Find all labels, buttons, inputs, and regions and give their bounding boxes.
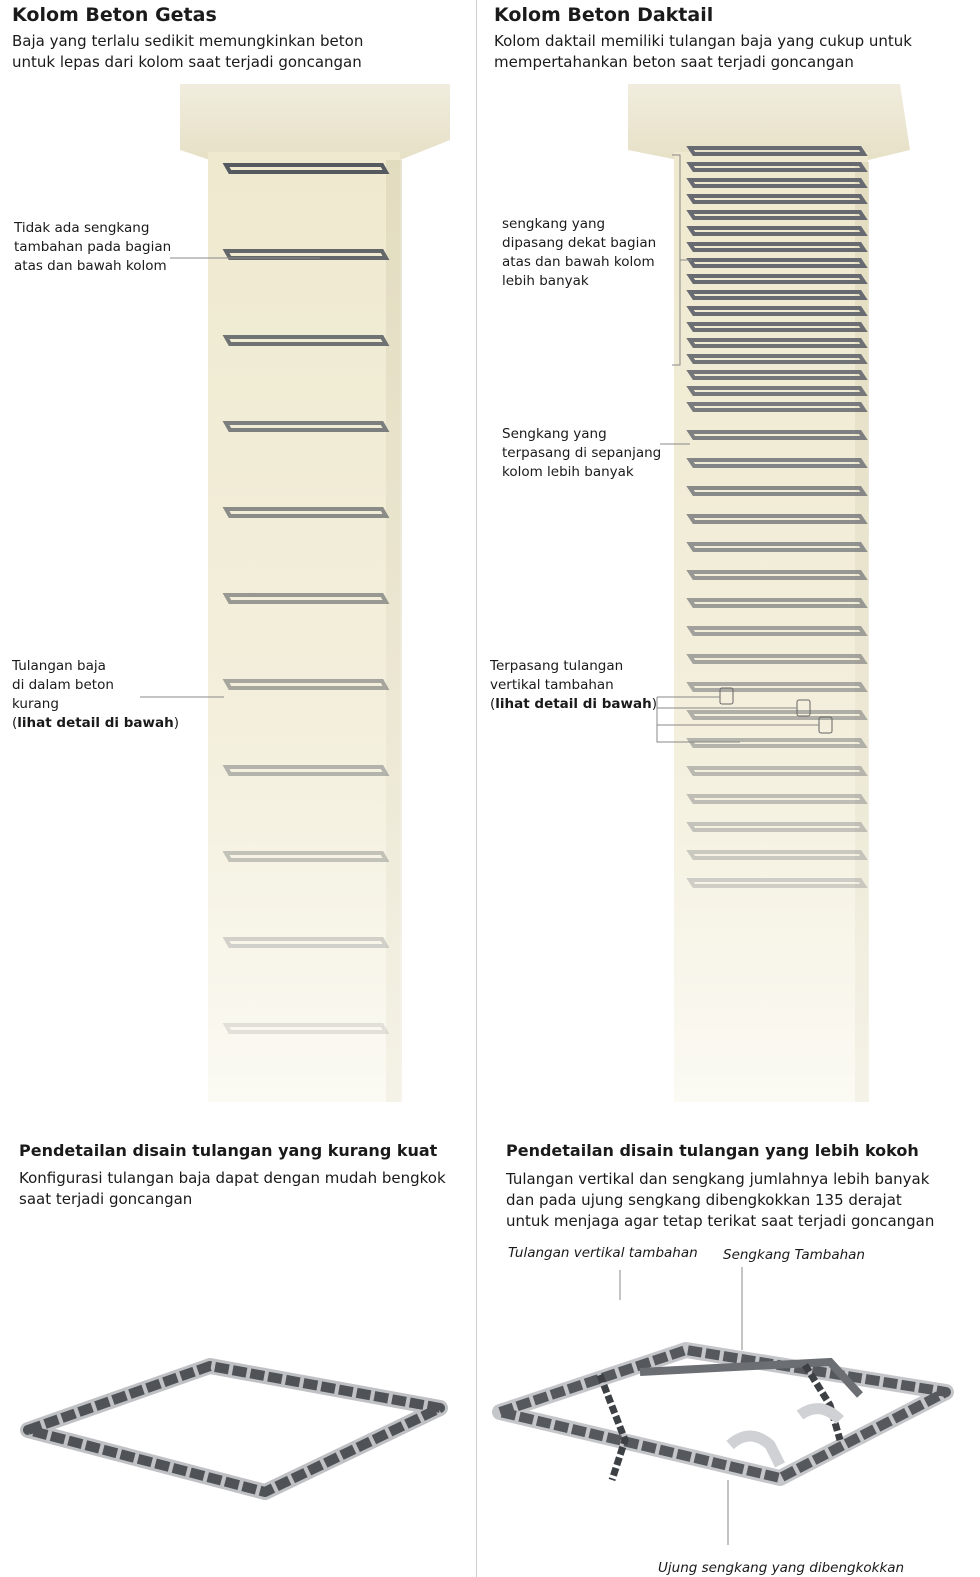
left-detail-subtitle: Konfigurasi tulangan baja dapat dengan m… [19, 1169, 446, 1208]
leader-lines [140, 154, 819, 1545]
stirrup [686, 570, 868, 580]
stirrup [686, 794, 868, 804]
stirrup [686, 458, 868, 468]
left-detail-title: Pendetailan disain tulangan yang kurang … [19, 1141, 438, 1160]
left-label-bottom: Tulangan baja di dalam beton kurang (lih… [12, 658, 179, 731]
stirrup [686, 430, 868, 440]
stirrup [686, 654, 868, 664]
stirrup [222, 507, 390, 518]
stirrup [222, 937, 390, 948]
right-label-bottom: Terpasang tulangan vertikal tambahan (li… [490, 658, 657, 712]
stirrup [686, 822, 868, 832]
left-title: Kolom Beton Getas [12, 4, 217, 26]
stirrup [686, 290, 868, 300]
stirrup [222, 593, 390, 604]
right-label-top: sengkang yang dipasang dekat bagian atas… [502, 216, 657, 289]
stirrup [686, 402, 868, 412]
stirrup [686, 486, 868, 496]
callout-extra-vertical: Tulangan vertikal tambahan [508, 1245, 698, 1261]
stirrup [222, 679, 390, 690]
brittle-column [180, 84, 450, 1102]
stirrup [686, 878, 868, 888]
left-detail-link: lihat detail di bawah [17, 715, 174, 731]
stirrup [686, 542, 868, 552]
stirrup [686, 354, 868, 364]
stirrup [686, 370, 868, 380]
stirrup [686, 710, 868, 720]
stirrup [686, 338, 868, 348]
right-detail-title: Pendetailan disain tulangan yang lebih k… [506, 1141, 919, 1160]
right-subtitle: Kolom daktail memiliki tulangan baja yan… [494, 32, 912, 71]
stirrup [686, 514, 868, 524]
stirrup [686, 146, 868, 156]
stirrup [686, 322, 868, 332]
stirrup [686, 242, 868, 252]
stirrup [222, 421, 390, 432]
stirrup [222, 851, 390, 862]
stirrup [222, 335, 390, 346]
stirrup [686, 194, 868, 204]
stirrup [222, 163, 390, 174]
stirrup [686, 766, 868, 776]
right-label-mid: Sengkang yang terpasang di sepanjang kol… [502, 426, 662, 480]
stirrup [686, 258, 868, 268]
right-title: Kolom Beton Daktail [494, 4, 714, 26]
ductile-column [628, 84, 910, 1102]
stirrup [686, 210, 868, 220]
left-label-top: Tidak ada sengkang tambahan pada bagian … [14, 220, 172, 274]
right-detail-link: lihat detail di bawah [495, 696, 652, 712]
stirrup [686, 274, 868, 284]
callout-bent-hook: Ujung sengkang yang dibengkokkan [658, 1560, 905, 1576]
center-divider [476, 0, 477, 1577]
stirrup [686, 626, 868, 636]
stirrup [686, 738, 868, 748]
stirrup [222, 1023, 390, 1034]
stirrup [686, 386, 868, 396]
callout-extra-stirrup: Sengkang Tambahan [723, 1247, 865, 1263]
left-subtitle: Baja yang terlalu sedikit memungkinkan b… [12, 32, 364, 71]
strong-detail-illustration [492, 1291, 954, 1564]
stirrup [222, 765, 390, 776]
stirrup [686, 162, 868, 172]
stirrup [686, 598, 868, 608]
stirrup [686, 226, 868, 236]
stirrup [686, 178, 868, 188]
stirrup [686, 306, 868, 316]
stirrup [222, 249, 390, 260]
stirrup [686, 682, 868, 692]
stirrup [686, 850, 868, 860]
right-detail-subtitle: Tulangan vertikal dan sengkang jumlahnya… [506, 1170, 935, 1230]
weak-detail-illustration [20, 1298, 448, 1545]
